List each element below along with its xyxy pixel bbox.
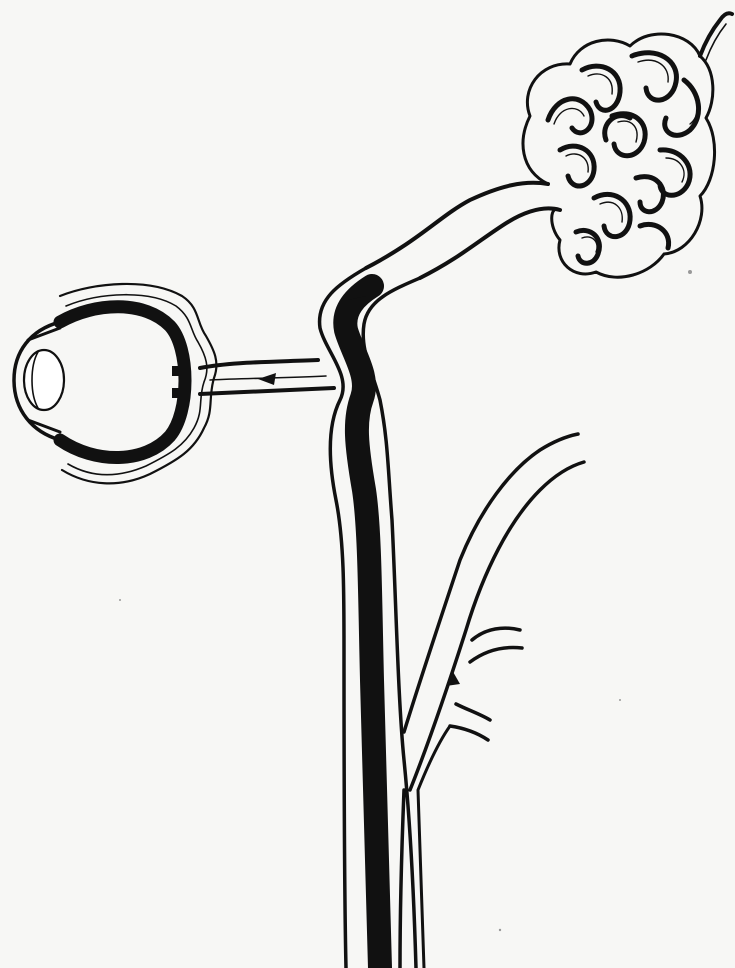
ophthalmic-vessel-upper-wall (200, 360, 318, 368)
flow-arrow-branch (446, 670, 460, 686)
side-branch-1-upper (472, 628, 520, 640)
lens (24, 350, 64, 410)
side-branch-1-lower (470, 648, 522, 662)
side-branch-2-lower (450, 726, 488, 740)
eyeball (14, 284, 216, 483)
gland-duct-inner (706, 24, 726, 60)
vessel-to-gland (366, 183, 560, 278)
gland-coils (548, 53, 699, 264)
paper-specks (119, 270, 692, 931)
sclera (60, 307, 185, 458)
branch-outer-right-wall (410, 462, 584, 790)
side-vessel-lower-wall (400, 790, 404, 968)
side-branch-2-upper (456, 704, 490, 720)
optic-disc-lower (172, 388, 186, 398)
gland-duct (700, 13, 732, 56)
trunk-black-core (345, 286, 380, 968)
main-trunk (320, 268, 420, 968)
ophthalmic-vessel (200, 360, 334, 394)
side-vessel-lower-wall-2 (418, 726, 450, 968)
coiled-gland (523, 13, 732, 277)
optic-disc-upper (172, 366, 186, 376)
ophthalmic-vessel-lower-wall (200, 388, 334, 394)
branch-vessels (400, 434, 584, 968)
flow-arrow-to-eye (258, 373, 276, 385)
